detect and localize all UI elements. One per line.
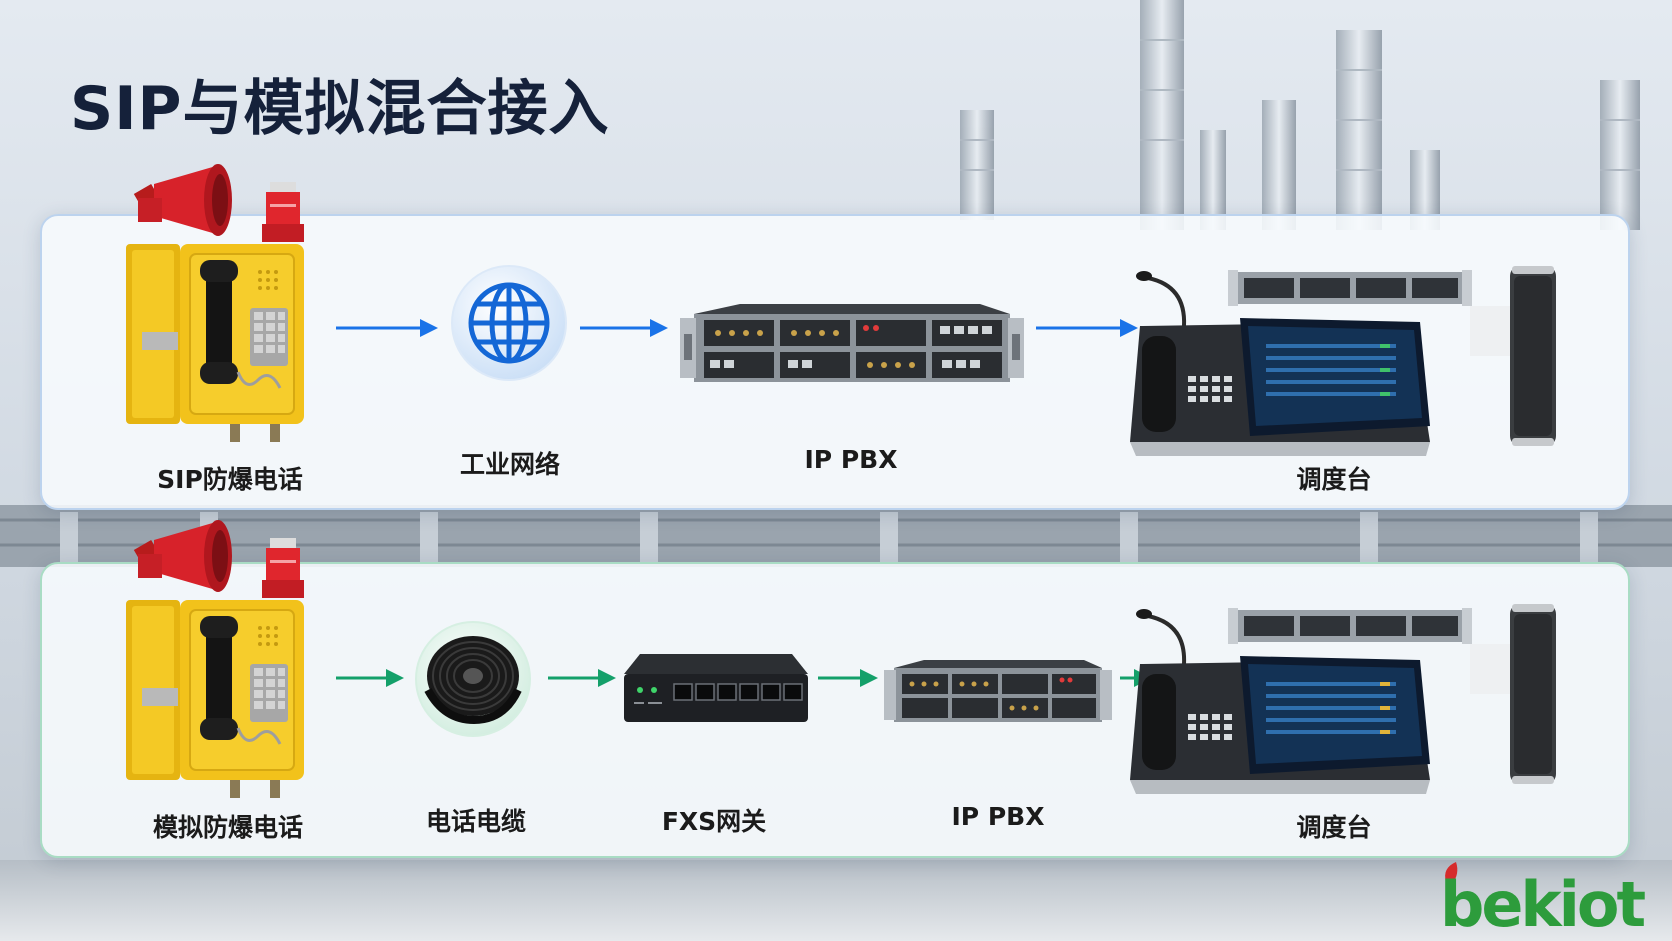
flow-arrow [580, 319, 668, 337]
flow-arrow [336, 319, 438, 337]
rack-server-icon [884, 660, 1112, 722]
page-title: SIP与模拟混合接入 [70, 74, 610, 144]
node-label-fxs-gateway: FXS网关 [661, 807, 767, 836]
cable-reel-icon [415, 621, 531, 737]
node-label-phone-cable: 电话电缆 [425, 807, 527, 836]
node-label-industrial-network: 工业网络 [459, 450, 561, 479]
dispatch-console-icon [1130, 266, 1556, 456]
node-label-sip-phone: SIP防爆电话 [157, 465, 303, 494]
node-label-dispatch-console: 调度台 [1296, 813, 1372, 842]
explosion-proof-phone-icon [126, 520, 304, 798]
flow-arrow [336, 669, 404, 687]
node-label-analog-phone: 模拟防爆电话 [152, 813, 304, 842]
node-label-ip-pbx: IP PBX [951, 802, 1045, 831]
node-label-dispatch-console: 调度台 [1296, 465, 1372, 494]
flow-arrow [548, 669, 616, 687]
network-gateway-icon [624, 654, 808, 722]
globe-icon [451, 265, 567, 381]
rack-server-icon [680, 304, 1024, 382]
dispatch-console-icon [1130, 604, 1556, 794]
brand-logo: bekiot [1440, 862, 1648, 936]
explosion-proof-phone-icon [126, 164, 304, 442]
flow-arrow [1036, 319, 1138, 337]
flow-arrow [818, 669, 878, 687]
node-label-ip-pbx: IP PBX [804, 445, 898, 474]
brand-logo-text: bekiot [1440, 868, 1646, 936]
